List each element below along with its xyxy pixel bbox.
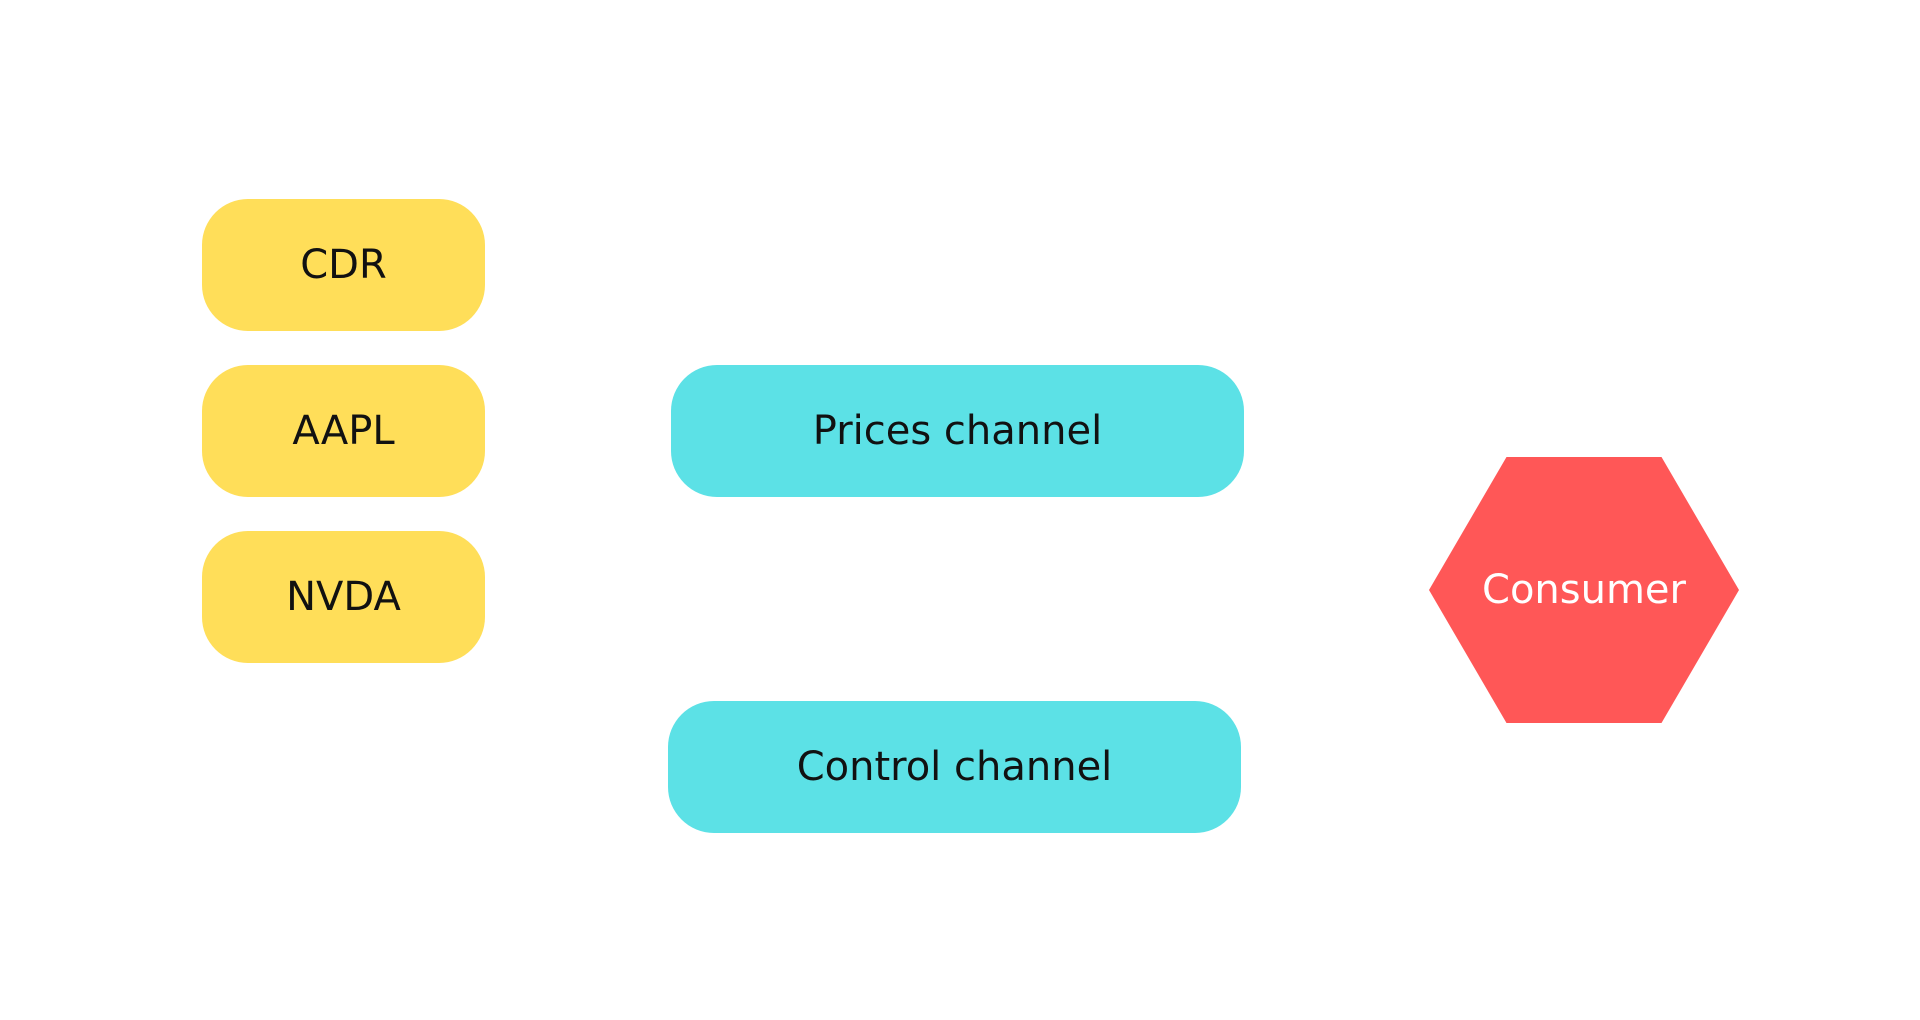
ticker-node-cdr: CDR bbox=[202, 199, 485, 331]
ticker-node-aapl: AAPL bbox=[202, 365, 485, 497]
consumer-hexagon: Consumer bbox=[1429, 457, 1739, 723]
ticker-node-nvda: NVDA bbox=[202, 531, 485, 663]
control-channel-label: Control channel bbox=[796, 744, 1113, 790]
control-channel-node: Control channel bbox=[668, 701, 1241, 833]
ticker-label: AAPL bbox=[292, 408, 395, 454]
prices-channel-node: Prices channel bbox=[671, 365, 1244, 497]
ticker-label: CDR bbox=[300, 242, 387, 288]
prices-channel-label: Prices channel bbox=[812, 408, 1103, 454]
consumer-label: Consumer bbox=[1482, 567, 1686, 613]
ticker-label: NVDA bbox=[286, 574, 401, 620]
